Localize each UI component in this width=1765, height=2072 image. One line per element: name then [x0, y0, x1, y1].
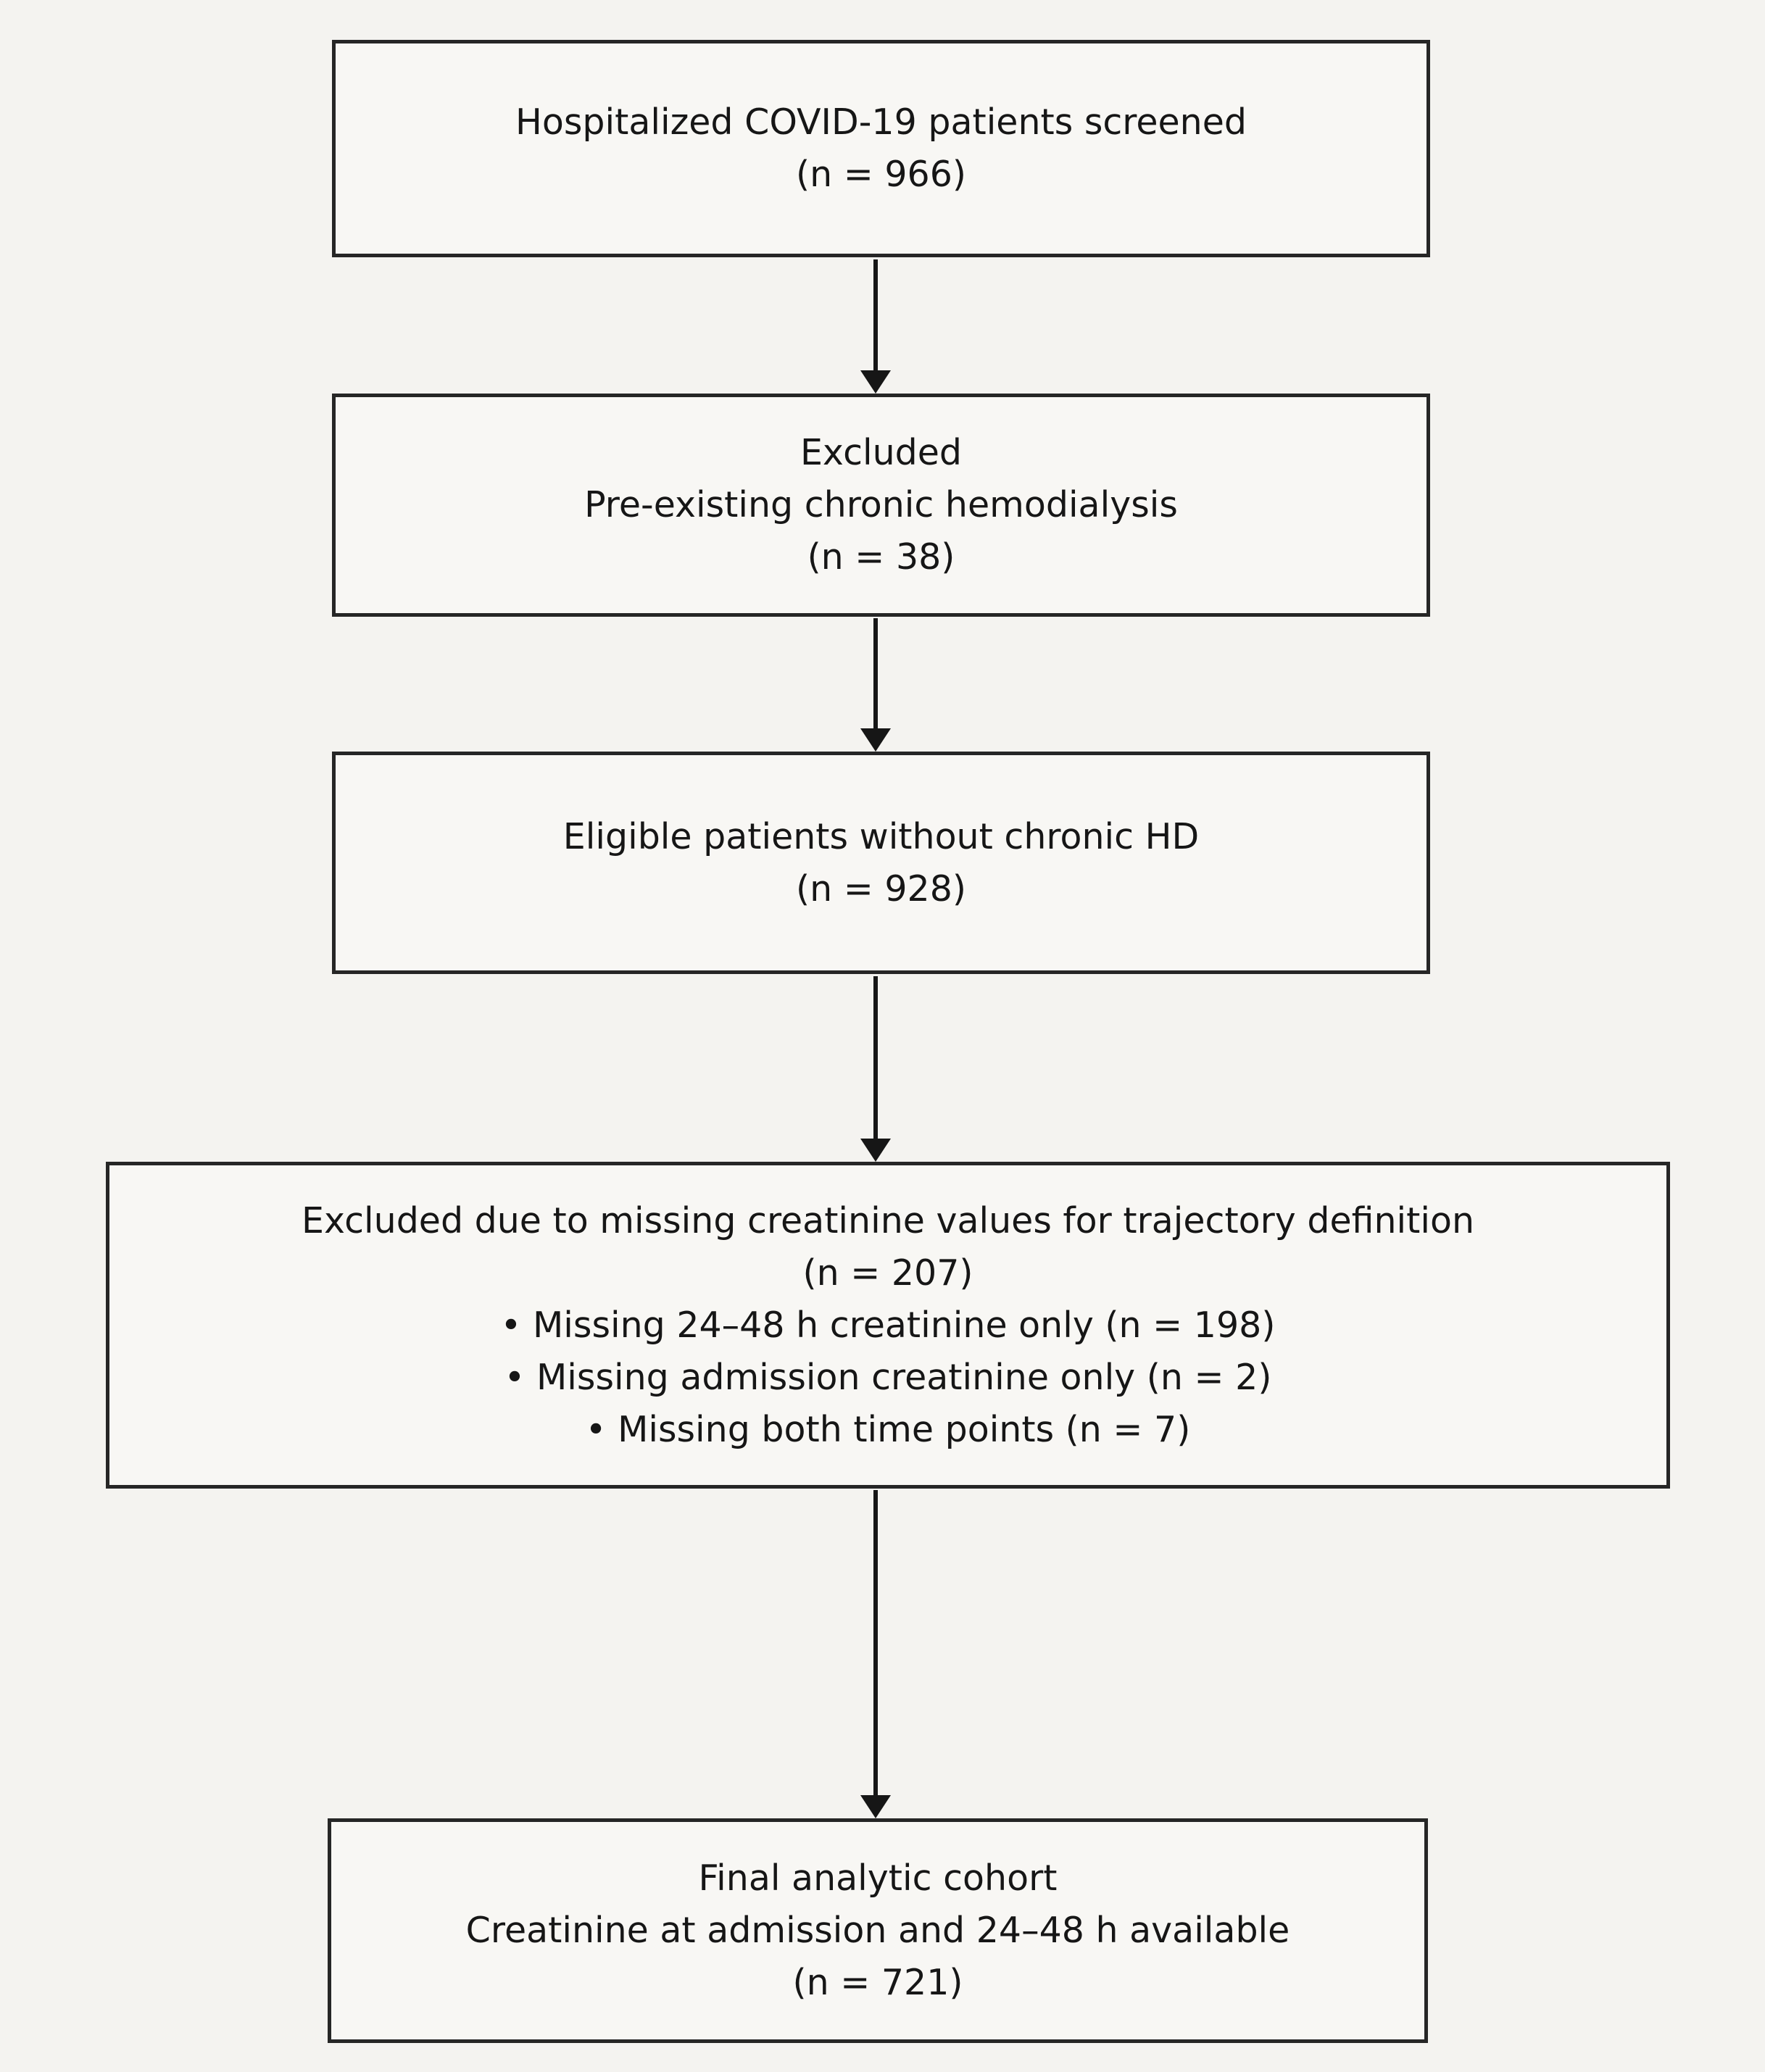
box-line: Excluded — [800, 432, 963, 473]
arrow-head — [860, 370, 891, 394]
box-line: Hospitalized COVID-19 patients screened — [515, 101, 1247, 143]
box-line: Creatinine at admission and 24–48 h avai… — [465, 1910, 1290, 1951]
flow-arrow-down-icon — [860, 618, 892, 752]
arrow-shaft — [873, 259, 878, 372]
box-bullet-line: • Missing 24–48 h creatinine only (n = 1… — [500, 1304, 1276, 1346]
flow-arrow-down-icon — [860, 976, 892, 1162]
arrow-head — [860, 1139, 891, 1162]
box-line-n-value: (n = 38) — [807, 536, 955, 578]
box-line: Eligible patients without chronic HD — [562, 815, 1200, 857]
box-line: Excluded due to missing creatinine value… — [301, 1199, 1475, 1241]
arrow-head — [860, 1795, 891, 1818]
flow-arrow-down-icon — [860, 1490, 892, 1818]
flow-box-eligible: Eligible patients without chronic HD (n … — [332, 752, 1430, 974]
box-line: Pre-existing chronic hemodialysis — [584, 484, 1178, 525]
arrow-head — [860, 728, 891, 752]
flow-box-excluded-hemodialysis: Excluded Pre-existing chronic hemodialys… — [332, 394, 1430, 617]
box-line-n-value: (n = 966) — [795, 154, 967, 195]
box-line: Final analytic cohort — [698, 1857, 1058, 1899]
flow-arrow-down-icon — [860, 259, 892, 394]
flow-box-excluded-missing-creatinine: Excluded due to missing creatinine value… — [106, 1162, 1670, 1489]
box-line-n-value: (n = 928) — [795, 868, 967, 910]
box-line-n-value: (n = 207) — [802, 1252, 973, 1294]
box-line-n-value: (n = 721) — [792, 1962, 963, 2003]
arrow-shaft — [873, 976, 878, 1140]
box-bullet-line: • Missing admission creatinine only (n =… — [504, 1356, 1272, 1398]
arrow-shaft — [873, 618, 878, 730]
box-bullet-line: • Missing both time points (n = 7) — [585, 1408, 1191, 1450]
flow-box-screened: Hospitalized COVID-19 patients screened … — [332, 40, 1430, 257]
flow-box-final-cohort: Final analytic cohort Creatinine at admi… — [328, 1818, 1428, 2043]
arrow-shaft — [873, 1490, 878, 1797]
